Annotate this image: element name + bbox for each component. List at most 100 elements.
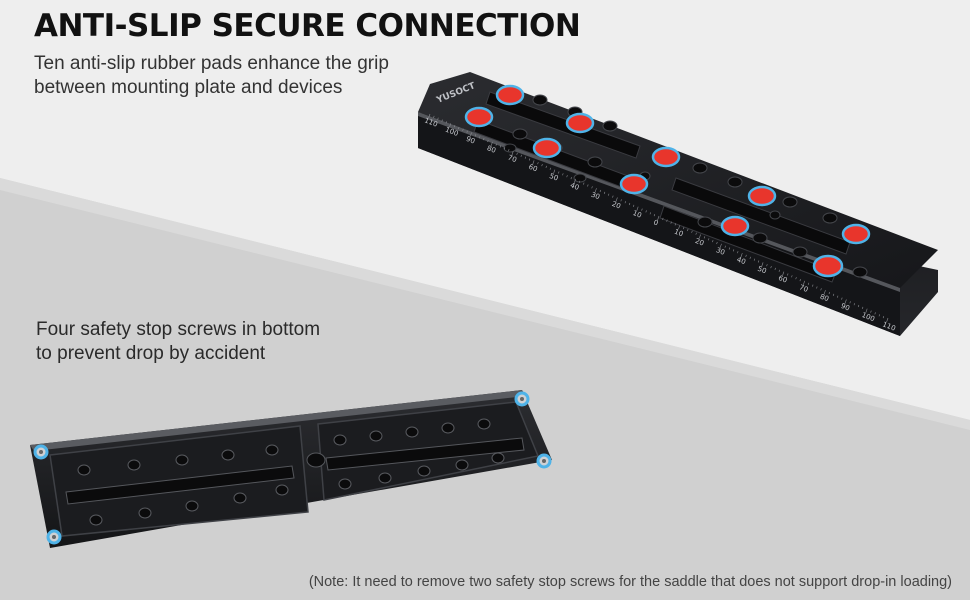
- ruler-label: 10: [673, 228, 684, 239]
- ruler-tick: [853, 303, 855, 306]
- plate-holes: [503, 94, 868, 278]
- safety-stop-screws: [33, 391, 552, 545]
- ruler-tick: [508, 149, 510, 152]
- ruler-tick: [562, 173, 564, 176]
- ruler-tick: [770, 266, 772, 269]
- ruler-tick: [516, 152, 518, 155]
- ruler-tick: [678, 225, 681, 230]
- ruler-tick: [832, 293, 835, 296]
- ruler-tick: [641, 208, 643, 211]
- ruler-tick: [479, 136, 481, 139]
- ruler-tick: [745, 254, 747, 257]
- ruler-tick: [766, 264, 768, 267]
- ruler-tick: [537, 162, 539, 165]
- ruler-tick: [716, 241, 718, 245]
- ruler-tick: [878, 314, 880, 317]
- ruler-tick: [844, 299, 847, 304]
- ruler-label: 20: [694, 237, 705, 248]
- ruler-tick: [474, 134, 477, 137]
- rubber-pad-icon: [619, 173, 649, 195]
- safety-screw-icon: [514, 391, 530, 407]
- ruler-tick: [816, 286, 818, 289]
- ruler-tick: [666, 219, 668, 222]
- stop-screw-line-2: to prevent drop by accident: [36, 343, 266, 364]
- ruler-tick: [599, 189, 601, 193]
- ruler-tick: [778, 269, 780, 272]
- ruler-tick: [545, 165, 547, 168]
- ruler-label: 70: [798, 283, 809, 294]
- ruler-tick: [791, 275, 793, 278]
- ruler-label: 30: [715, 246, 726, 257]
- ruler-tick: [578, 180, 581, 183]
- rubber-pad-icon: [720, 215, 750, 237]
- ruler-tick: [503, 147, 506, 150]
- safety-screw-icon: [33, 444, 49, 460]
- ruler-tick: [583, 182, 585, 185]
- ruler-label: 60: [777, 274, 788, 285]
- ruler-tick: [532, 160, 535, 165]
- rubber-pad-icon: [495, 84, 525, 106]
- ruler-label: 50: [756, 265, 767, 276]
- ruler-tick: [728, 247, 731, 250]
- ruler-label: 0: [652, 218, 659, 227]
- ruler-label: 80: [819, 293, 830, 304]
- ruler-tick: [566, 175, 568, 178]
- ruler-tick: [703, 236, 706, 239]
- ruler-tick: [449, 123, 452, 128]
- ruler-tick: [487, 139, 489, 143]
- ruler-tick: [812, 284, 814, 287]
- ruler-tick: [857, 304, 860, 308]
- ruler-tick: [624, 201, 626, 204]
- ruler-tick: [787, 273, 789, 276]
- ruler-tick: [849, 301, 851, 304]
- ruler-label: 30: [590, 191, 601, 202]
- ruler-tick: [674, 223, 676, 226]
- ruler-tick: [719, 243, 722, 248]
- ruler-tick: [620, 199, 622, 202]
- ruler-tick: [454, 125, 456, 128]
- ruler-label: 10: [631, 209, 642, 220]
- ruler-tick: [483, 138, 485, 141]
- ruler-tick: [653, 214, 656, 217]
- ruler-tick: [865, 308, 868, 313]
- ruler-tick: [462, 128, 464, 131]
- ruler-tick: [828, 291, 830, 295]
- ruler-tick: [737, 251, 739, 254]
- ruler-tick: [524, 156, 527, 159]
- ruler-label: 50: [548, 172, 559, 183]
- ruler-label: 90: [465, 135, 476, 146]
- ruler-tick: [594, 188, 597, 193]
- ruler-tick: [687, 228, 689, 232]
- rubber-pads: [464, 84, 871, 278]
- ruler-tick: [774, 267, 776, 270]
- ruler-tick: [649, 212, 651, 215]
- ruler-tick: [495, 143, 497, 146]
- ruler-tick: [469, 132, 472, 137]
- rubber-pad-icon: [841, 223, 871, 245]
- ruler-tick: [612, 195, 614, 198]
- ruler-tick: [437, 117, 439, 120]
- ruler-tick: [499, 145, 502, 148]
- ruler-tick: [628, 202, 631, 206]
- ruler-tick: [698, 234, 701, 239]
- ruler-label: 60: [527, 163, 538, 174]
- bottom-plate-holes: [77, 418, 505, 526]
- ruler-tick: [691, 230, 693, 233]
- ruler-tick: [782, 271, 785, 276]
- ruler-label: 40: [569, 181, 580, 192]
- ruler-tick: [528, 158, 531, 161]
- ruler-tick: [591, 186, 593, 189]
- ruler-tick: [695, 232, 697, 235]
- ruler-tick: [761, 262, 764, 267]
- ruler-tick: [541, 164, 543, 167]
- ruler-label: 40: [736, 255, 747, 266]
- ruler-tick: [712, 240, 714, 243]
- ruler-tick: [882, 316, 885, 319]
- safety-screw-icon: [536, 453, 552, 469]
- ruler-tick: [870, 310, 872, 313]
- rubber-pad-icon: [747, 185, 777, 207]
- ruler-label: 70: [507, 153, 518, 164]
- ruler-tick: [862, 306, 864, 309]
- ruler-tick: [708, 238, 710, 241]
